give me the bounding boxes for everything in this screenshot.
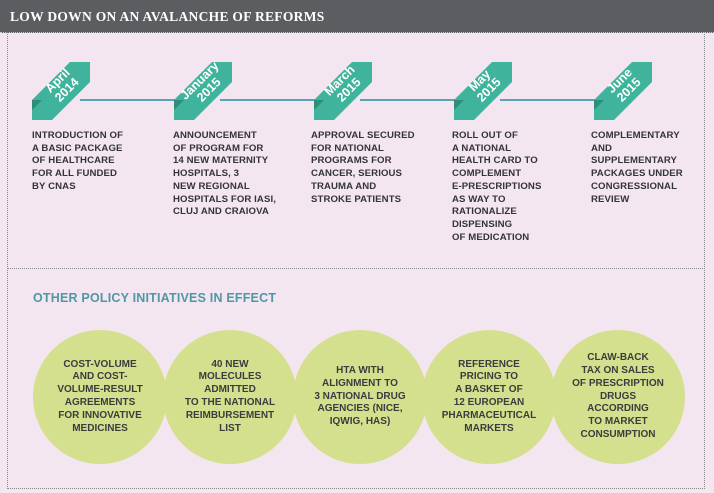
event-text-line: A NATIONAL [452,142,512,154]
initiative-text-line: PHARMACEUTICAL [441,409,537,421]
initiative-text-line: LIST [219,422,241,434]
header-title: LOW DOWN ON AN AVALANCHE OF REFORMS [10,9,325,24]
event-text-line: HEALTH CARD TO [452,155,538,167]
initiative-text-line: PRICING TO [459,371,519,383]
event-text-line: SUPPLEMENTARY [591,155,678,167]
event-text-line: STROKE PATIENTS [311,193,402,205]
initiative-text-line: TO MARKET [588,416,648,428]
ribbon-shape [454,62,512,120]
initiative-text-line: REFERENCE [458,358,520,370]
event-text-line: COMPLEMENT [452,168,522,180]
initiative-text-line: CONSUMPTION [580,428,656,440]
initiative-text-line: 3 NATIONAL DRUG [314,390,406,402]
initiative-text-line: IQWIG, HAS) [329,416,391,428]
event-text-line: BY CNAS [32,180,76,192]
event-text-line: PROGRAMS FOR [311,155,392,167]
ribbon-shape [174,62,232,120]
ribbon-shape [594,62,652,120]
initiative-text-line: FOR INNOVATIVE [58,409,142,421]
initiative-text-line: ALIGNMENT TO [322,377,398,389]
event-text-line: AS WAY TO [452,193,506,205]
initiative-text-line: DRUGS [599,390,637,402]
event-text-line: OF HEALTHCARE [32,155,115,167]
event-text-line: FOR NATIONAL [311,142,384,154]
event-text-line: DISPENSING [452,218,513,230]
initiative-text-line: MEDICINES [72,422,128,434]
event-text-line: CLUJ AND CRAIOVA [173,206,269,218]
event-text-line: OF PROGRAM FOR [173,142,264,154]
event-text-line: FOR ALL FUNDED [32,168,118,180]
event-text-line: ROLL OUT OF [452,130,518,141]
header-bar: LOW DOWN ON AN AVALANCHE OF REFORMS [0,0,714,33]
initiative-text-line: ACCORDING [587,403,649,415]
initiative-text-line: TO THE NATIONAL [184,397,276,408]
initiative-text-line: CLAW-BACK [587,352,649,364]
event-text-line: TRAUMA AND [311,180,377,192]
event-text-line: E-PRESCRIPTIONS [452,180,542,192]
timeline-connector [500,99,605,101]
initiative-text-line: MOLECULES [198,371,262,383]
timeline-connector [360,99,470,101]
initiative-text-line: AND COST- [72,371,128,383]
initiative-text-line: TAX ON SALES [581,365,655,376]
ribbon-shape [314,62,372,120]
initiative-text-line: 40 NEW [211,358,249,370]
event-text-line: HOSPITALS, 3 [173,168,240,180]
event-text-line: PACKAGES UNDER [591,168,683,180]
initiative-text-line: AGREEMENTS [64,397,136,408]
event-text-line: ANNOUNCEMENT [173,130,257,141]
event-text-line: A BASIC PACKAGE [32,142,123,154]
event-text-line: COMPLEMENTARY [591,130,680,141]
event-text-line: HOSPITALS FOR IASI, [173,193,276,205]
section-title: OTHER POLICY INITIATIVES IN EFFECT [33,291,277,305]
initiative-text-line: MARKETS [464,422,514,434]
timeline-connector [80,99,190,101]
initiative-text-line: A BASKET OF [455,384,523,396]
event-text-line: AND [591,142,613,154]
event-text-line: NEW REGIONAL [173,180,250,192]
initiative-text-line: 12 EUROPEAN [453,397,525,408]
initiative-text-line: COST-VOLUME [63,358,137,370]
event-text-line: REVIEW [591,193,630,205]
initiative-text-line: HTA WITH [336,365,384,376]
initiative-text-line: VOLUME-RESULT [57,384,143,396]
dotted-frame [7,32,705,489]
event-text-line: CONGRESSIONAL [591,180,678,192]
section-divider [7,268,705,269]
ribbon-shape [32,62,90,120]
event-text-line: INTRODUCTION OF [32,130,124,141]
event-text-line: OF MEDICATION [452,231,530,243]
event-text-line: RATIONALIZE [452,206,517,218]
event-text-line: 14 NEW MATERNITY [173,155,269,167]
event-text-line: APPROVAL SECURED [311,130,415,141]
timeline-connector [220,99,330,101]
initiative-text-line: OF PRESCRIPTION [572,377,664,389]
initiative-text-line: AGENCIES (NICE, [317,403,403,415]
initiative-text-line: ADMITTED [204,384,256,396]
event-text-line: CANCER, SERIOUS [311,168,403,180]
initiative-text-line: REIMBURSEMENT [185,409,275,421]
